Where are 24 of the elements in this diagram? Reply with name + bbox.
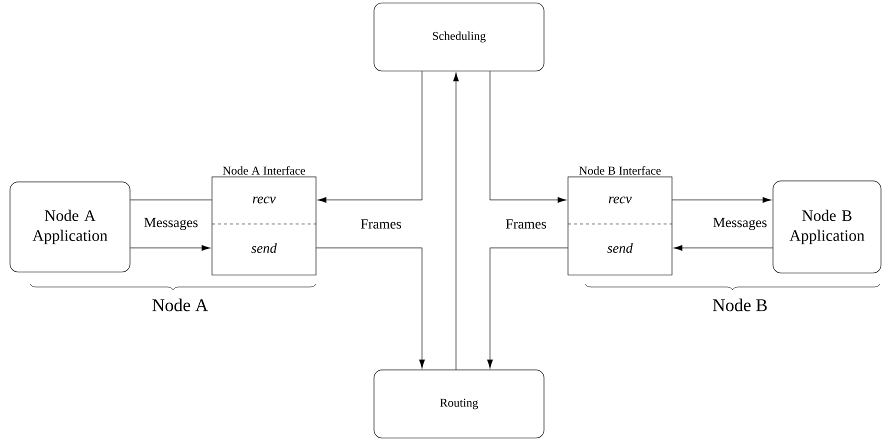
arrow — [674, 245, 773, 251]
edge-label: Messages — [712, 217, 768, 231]
box-heading: Node A Interface — [222, 166, 306, 175]
arrow — [672, 197, 772, 203]
arrow — [487, 248, 568, 368]
arrow — [318, 71, 422, 203]
field-label: recv — [608, 196, 632, 204]
process-box: Node B Application — [772, 180, 882, 274]
box-heading: Node B Interface — [579, 166, 661, 175]
process-box: Routing — [374, 370, 544, 438]
edge-label: Frames — [504, 218, 548, 230]
arrow — [316, 248, 425, 368]
arrow — [453, 72, 459, 370]
field-label: recv — [252, 196, 276, 204]
edge-label: Messages — [143, 217, 199, 231]
field-label: send — [607, 243, 633, 253]
process-box: Node A Application — [10, 182, 130, 272]
group-label: Node B — [712, 298, 767, 312]
process-box: Scheduling — [374, 2, 544, 72]
field-label: send — [251, 243, 277, 253]
edge-label: Frames — [360, 218, 402, 230]
arrow — [130, 245, 210, 251]
arrow — [490, 71, 566, 203]
group-label: Node A — [152, 298, 208, 312]
